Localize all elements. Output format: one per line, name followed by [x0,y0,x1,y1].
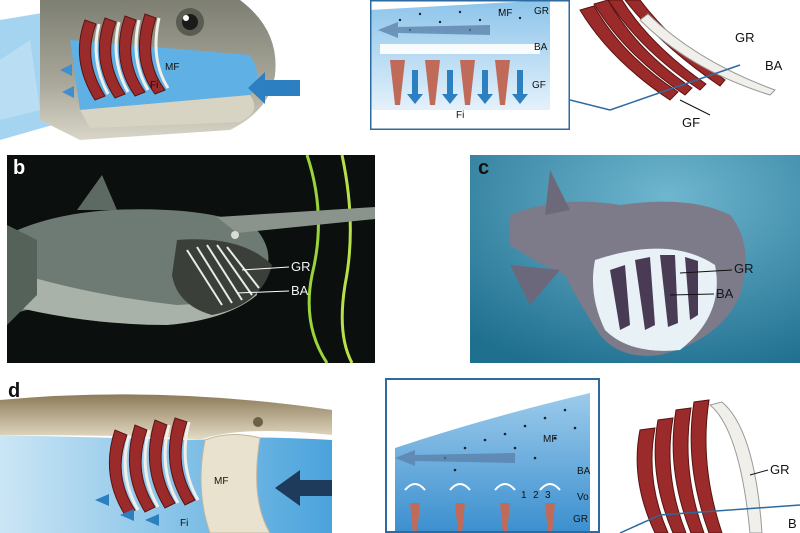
panel-d-inset: MF BA 1 2 3 Vo GR [385,378,600,533]
panel-a-inset-label-gf: GF [532,80,546,91]
panel-d-inset-drawing [385,378,600,533]
panel-a-inset-label-fi: Fi [456,110,464,121]
panel-d-letter: d [8,380,20,403]
panel-a-arch-label-gf: GF [682,115,700,130]
panel-d-inset-label-2: 2 [533,490,539,501]
panel-a-arch-label-gr: GR [735,30,755,45]
panel-a-arch-closeup: GR BA GF [570,0,800,150]
panel-d-inset-label-mf: MF [543,434,557,445]
panel-a-inset-label-ba: BA [534,42,547,53]
panel-d-inset-label-1: 1 [521,490,527,501]
panel-b-label-gr: GR [291,259,311,274]
panel-b-letter: b [13,157,25,180]
panel-d-arch-label-gr: GR [770,462,790,477]
panel-d-head-label-mf: MF [214,476,228,487]
panel-d-arch-closeup: GR B [600,390,800,533]
panel-c-photo-drawing [470,155,800,363]
panel-b-label-ba: BA [291,283,308,298]
panel-a-head-label-fi: Fi [150,80,158,91]
panel-a-head-drawing [0,0,300,150]
panel-d-inset-label-3: 3 [545,490,551,501]
panel-a-arch-label-ba: BA [765,58,782,73]
panel-a-inset-label-mf: MF [498,8,512,19]
panel-d-head-drawing [0,380,332,533]
panel-d-inset-label-ba: BA [577,466,590,477]
panel-c-basking-shark-photo: c GR BA [470,155,800,363]
panel-c-label-ba: BA [716,286,733,301]
panel-b-photo-drawing [7,155,375,363]
panel-a-inset-label-gr: GR [534,6,549,17]
panel-d-head-illustration: d MF Fi [0,380,332,533]
panel-d-inset-label-vo: Vo [577,492,589,503]
panel-b-paddlefish-photo: b GR BA [7,155,375,363]
panel-a-head-illustration: MF Fi [0,0,300,150]
panel-a-head-label-mf: MF [165,62,179,73]
panel-d-inset-label-gr: GR [573,514,588,525]
panel-d-head-label-fi: Fi [180,518,188,529]
panel-c-letter: c [478,157,489,180]
panel-a-inset: MF GR BA GF Fi [370,0,570,130]
panel-a-inset-drawing [370,0,570,130]
panel-c-label-gr: GR [734,261,754,276]
panel-d-arch-label-b: B [788,516,797,531]
